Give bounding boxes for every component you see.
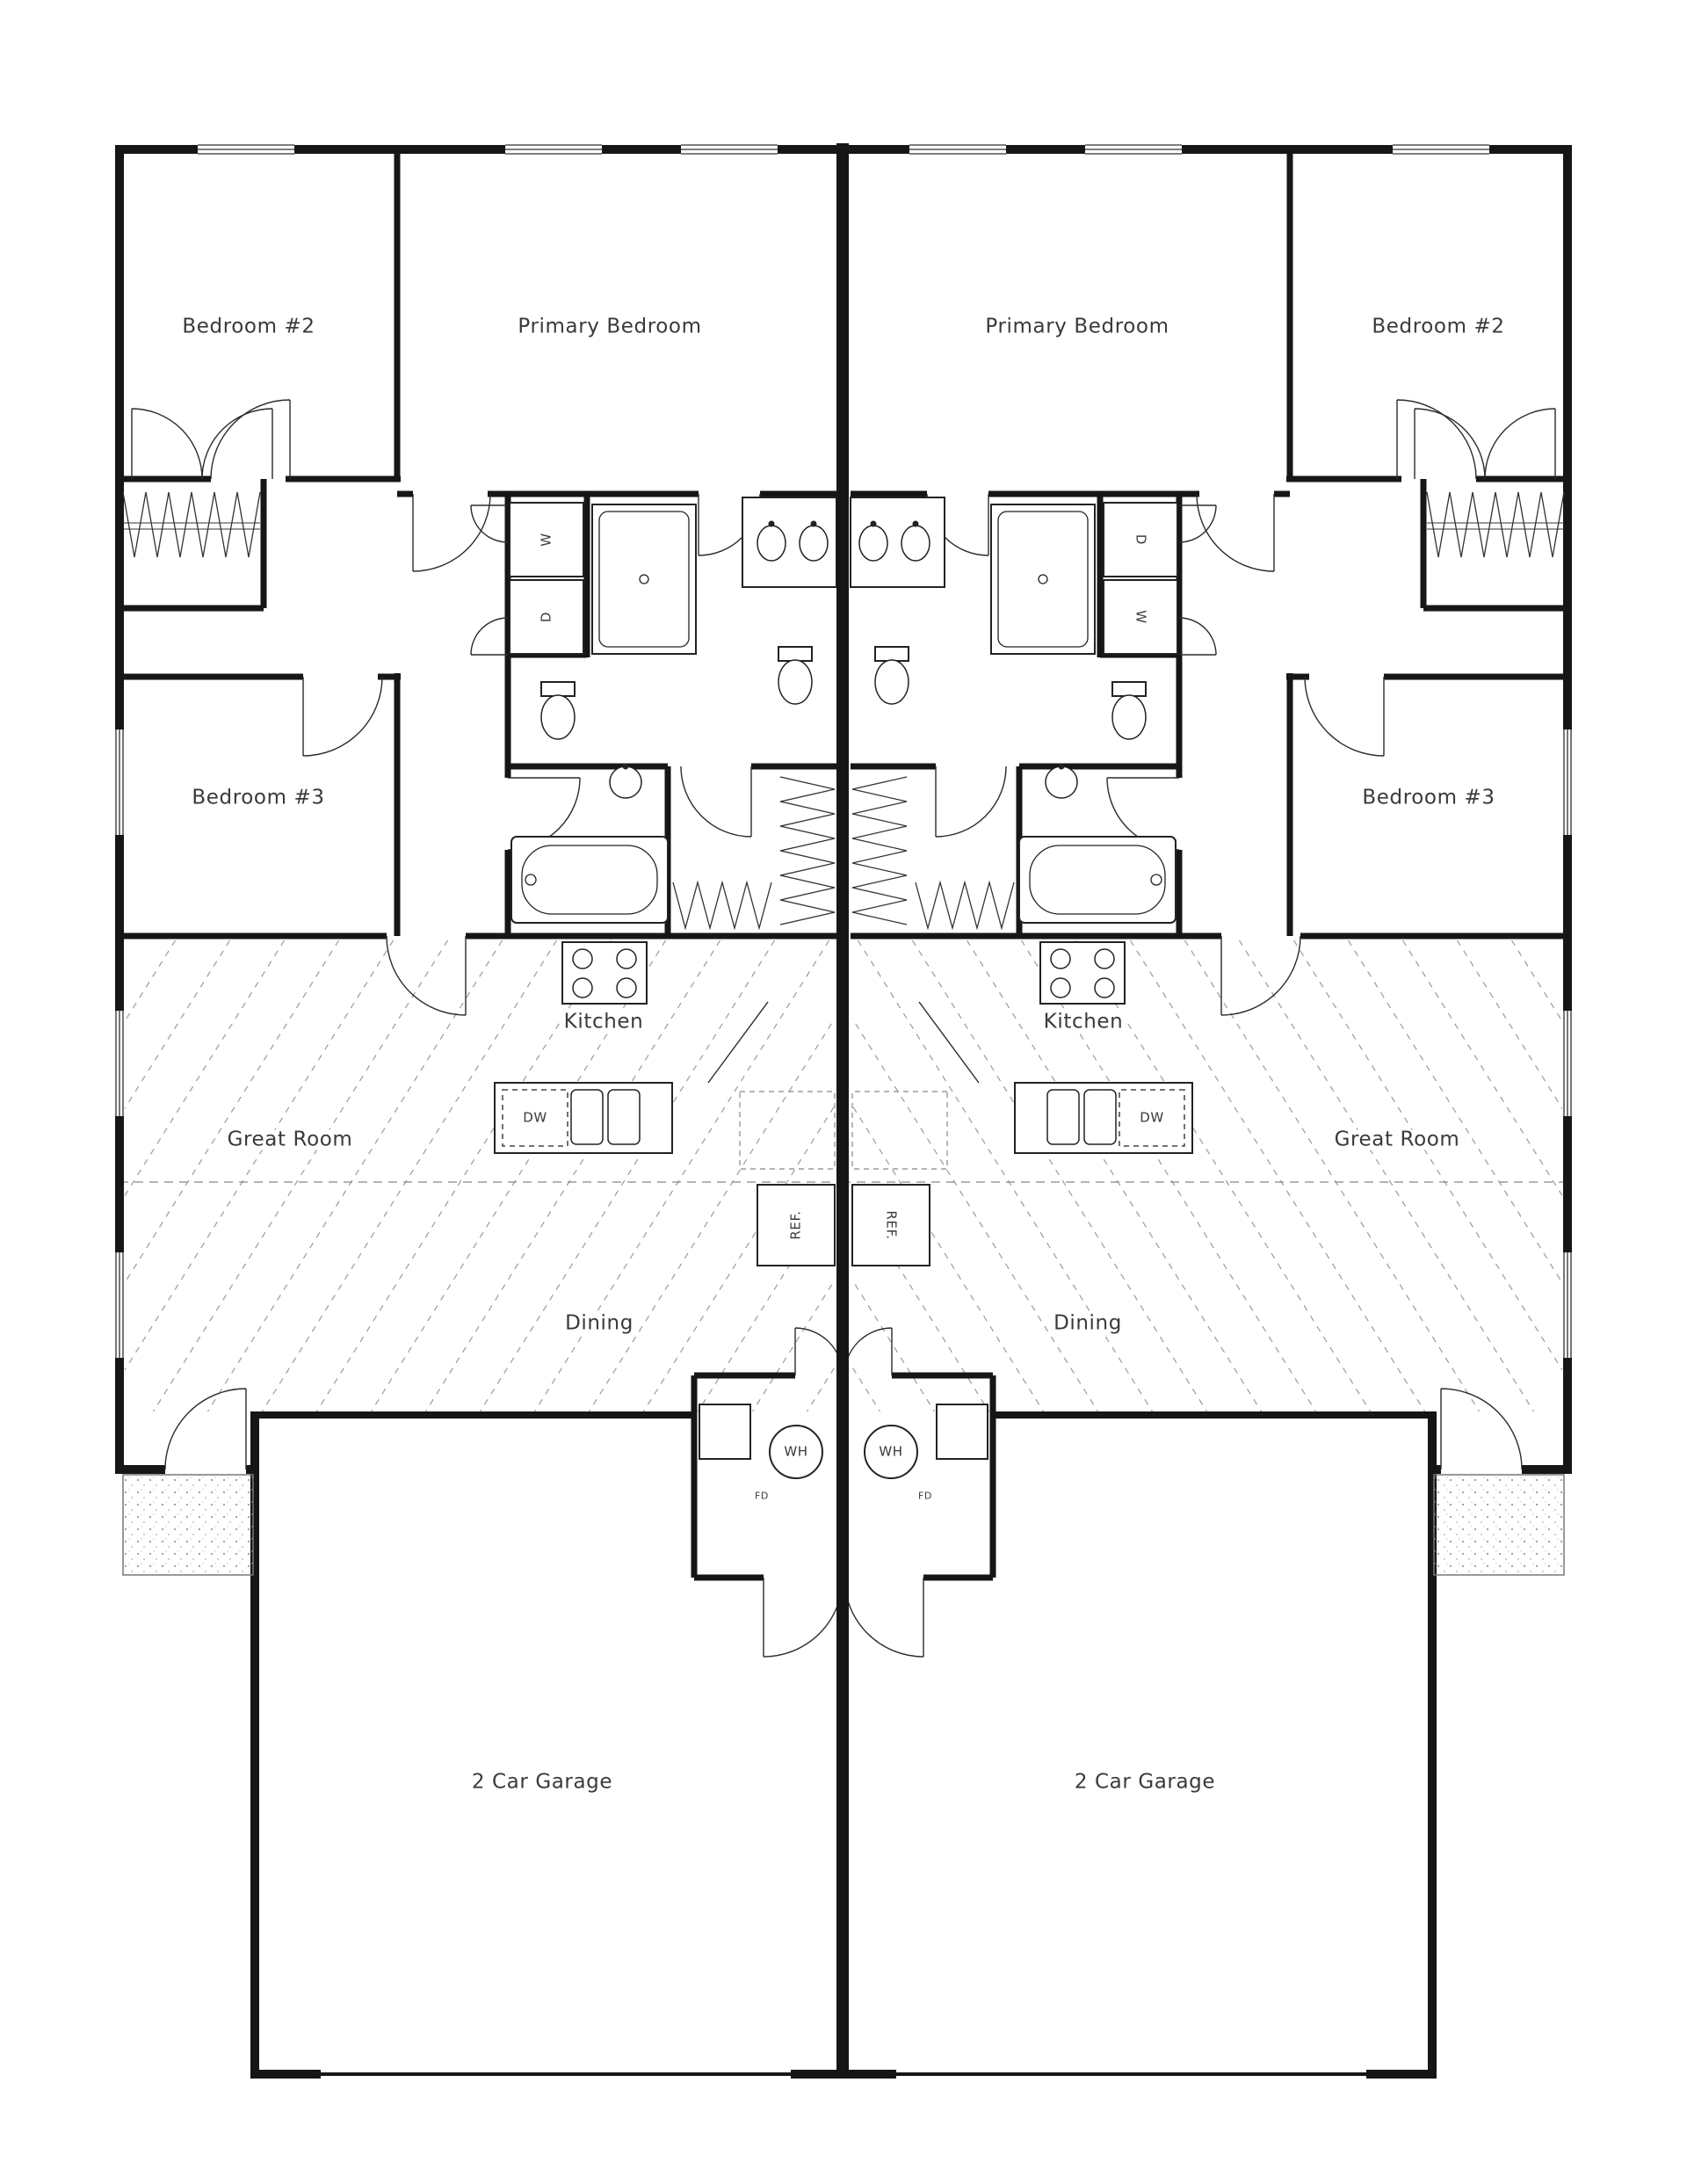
floor-drain-label-right: FD <box>918 1490 932 1502</box>
water-heater-label-right: WH <box>879 1443 903 1460</box>
furnace-icon <box>699 1404 751 1460</box>
water-heater-icon <box>769 1425 823 1479</box>
kitchen-island <box>494 1082 673 1154</box>
stoop <box>122 1474 254 1576</box>
left-unit-drawing <box>115 144 844 2079</box>
room-label-dining-left: Dining <box>561 1313 637 1334</box>
dishwasher-icon <box>502 1089 568 1147</box>
door-swings <box>131 399 844 1658</box>
closet-shelving <box>122 491 836 931</box>
washer-icon <box>509 502 584 577</box>
room-label-primary-left: Primary Bedroom <box>514 316 706 337</box>
room-label-garage-left: 2 Car Garage <box>467 1772 617 1793</box>
room-label-bedroom3-left: Bedroom #3 <box>188 787 329 809</box>
room-label-primary-right: Primary Bedroom <box>981 316 1173 337</box>
water-heater-label-left: WH <box>784 1443 808 1460</box>
interior-walls <box>119 149 836 1581</box>
toilet-icon <box>540 681 576 740</box>
kitchen-sink-icon <box>607 1089 641 1145</box>
refrigerator-label-left: REF. <box>787 1210 804 1240</box>
room-label-bedroom2-right: Bedroom #2 <box>1368 316 1509 337</box>
dryer-label-left: D <box>538 611 554 623</box>
floor-drain-label-left: FD <box>755 1490 769 1502</box>
room-label-greatroom-left: Great Room <box>223 1129 357 1150</box>
room-label-greatroom-right: Great Room <box>1330 1129 1464 1150</box>
bathtub-icon <box>510 836 669 924</box>
dryer-icon <box>509 579 584 655</box>
sink-icon <box>757 525 786 562</box>
dishwasher-label-left: DW <box>523 1109 547 1126</box>
washer-label-left: W <box>538 533 554 547</box>
dryer-label-right: D <box>1133 533 1149 546</box>
room-label-bedroom2-left: Bedroom #2 <box>178 316 319 337</box>
pantry-dashed-outline <box>739 1091 836 1170</box>
washer-label-right: W <box>1133 610 1149 624</box>
toilet-icon <box>778 646 813 705</box>
room-label-kitchen-right: Kitchen <box>1039 1012 1127 1033</box>
refrigerator-icon <box>757 1184 836 1266</box>
room-label-kitchen-left: Kitchen <box>560 1012 648 1033</box>
dishwasher-label-right: DW <box>1140 1109 1164 1126</box>
windows <box>115 144 778 1358</box>
fixtures <box>494 497 837 1479</box>
sink-icon <box>609 765 642 799</box>
refrigerator-label-right: REF. <box>883 1210 900 1240</box>
room-label-dining-right: Dining <box>1050 1313 1126 1334</box>
stove-icon <box>561 941 648 1005</box>
kitchen-sink-icon <box>570 1089 604 1145</box>
sink-icon <box>799 525 829 562</box>
room-label-garage-right: 2 Car Garage <box>1070 1772 1220 1793</box>
hatch-lines <box>125 940 835 1411</box>
room-label-bedroom3-right: Bedroom #3 <box>1358 787 1499 809</box>
